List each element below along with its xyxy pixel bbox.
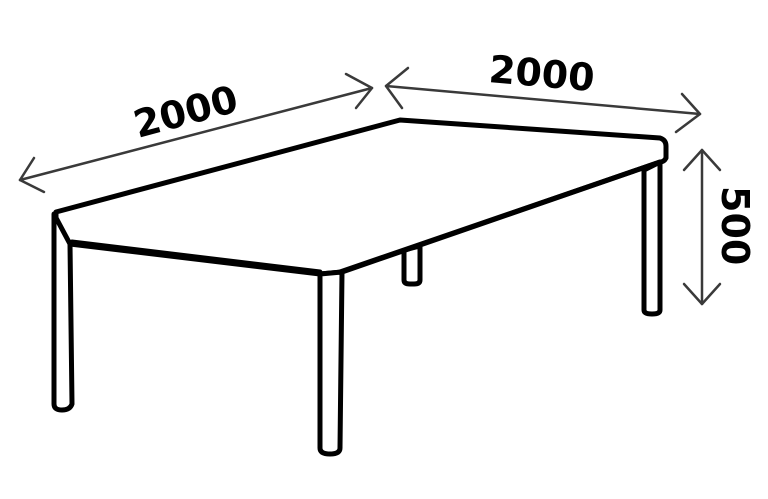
dimension-height: 500 (682, 148, 757, 306)
arrow-head-right-start (384, 66, 410, 110)
arrow-head-left-start (18, 156, 46, 194)
dimension-label-height: 500 (713, 186, 757, 265)
arrow-head-right-end (674, 92, 702, 134)
table-leg-right (641, 159, 663, 317)
dimension-depth-right: 2000 (384, 47, 702, 134)
table-top-edge-right (337, 159, 663, 275)
arrow-head-left-end (344, 72, 374, 110)
dimension-line-depth-right (384, 84, 702, 116)
arrow-head-height-bottom (682, 282, 722, 306)
table-leg-left (51, 211, 75, 413)
table-top-edge (69, 239, 323, 275)
table-leg-back (401, 243, 423, 287)
table-leg-front (317, 269, 345, 457)
dimension-line-width-left (18, 86, 374, 182)
arrow-head-height-top (682, 148, 722, 172)
dimension-label-depth-right: 2000 (487, 47, 596, 100)
